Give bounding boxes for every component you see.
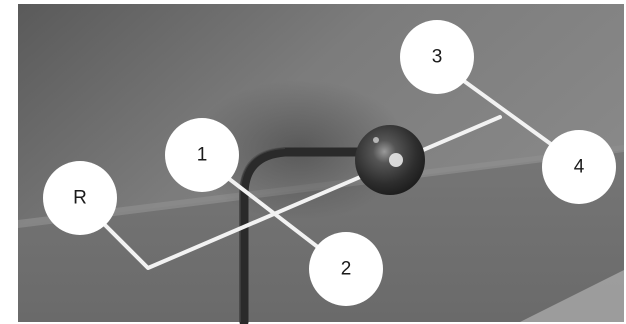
gear-label-reverse-text: R — [73, 188, 87, 209]
gear-label-first-text: 1 — [197, 145, 208, 166]
gear-label-reverse: R — [43, 161, 117, 235]
gear-label-third: 3 — [400, 20, 474, 94]
gear-label-fourth-text: 4 — [574, 157, 585, 178]
gear-label-first: 1 — [165, 118, 239, 192]
gear-label-second: 2 — [309, 232, 383, 306]
gear-label-third-text: 3 — [432, 47, 443, 68]
gear-label-fourth: 4 — [542, 130, 616, 204]
shift-knob — [355, 125, 425, 195]
gear-label-second-text: 2 — [341, 259, 352, 280]
